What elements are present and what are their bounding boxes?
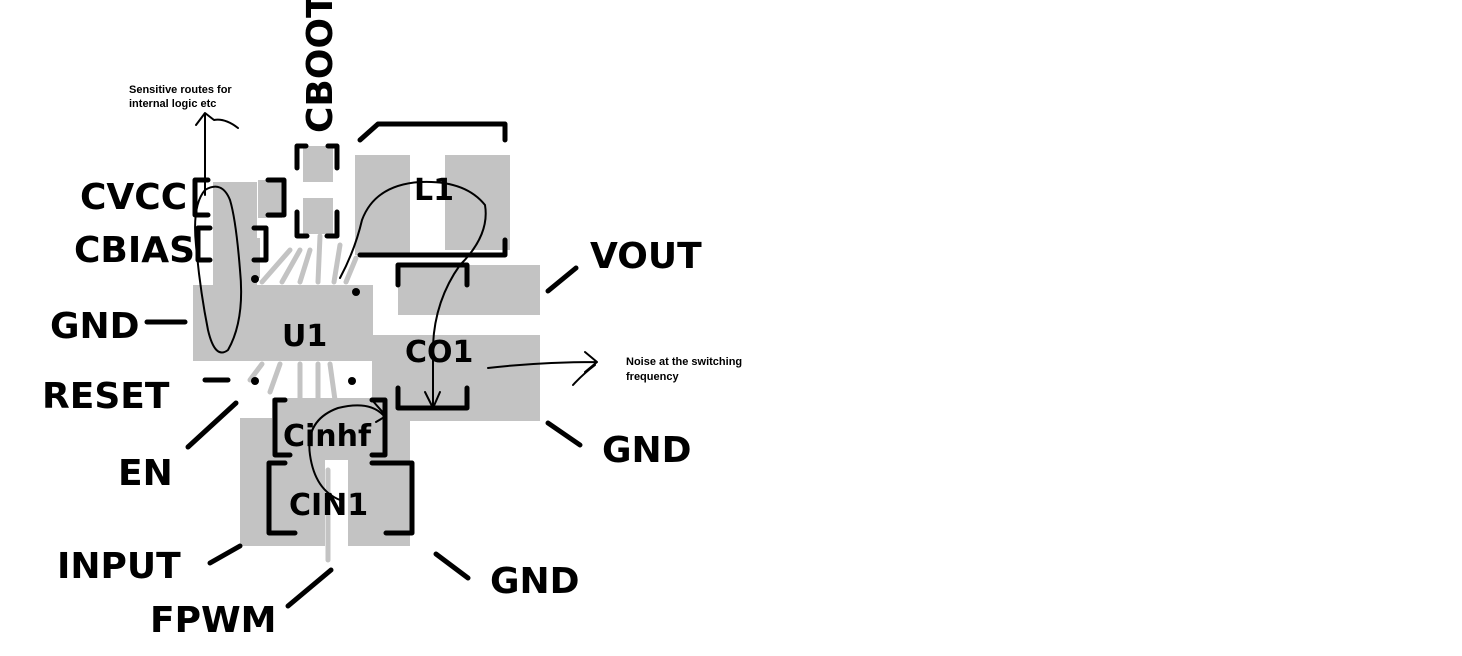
l1-pad-right bbox=[445, 155, 510, 250]
input-loop-arrowhead bbox=[371, 399, 387, 423]
sensitive-arrow bbox=[195, 112, 239, 196]
en-leader bbox=[185, 400, 239, 450]
vout-leader bbox=[545, 265, 579, 294]
u1-pad-area bbox=[193, 285, 373, 361]
cvcc-label: CVCC bbox=[80, 177, 187, 218]
noise-note-line1: Noise at the switching bbox=[626, 356, 742, 368]
cbias-label: CBIAS bbox=[74, 230, 195, 271]
gnd-bottom-leader bbox=[433, 551, 471, 581]
gnd-left-label: GND bbox=[50, 306, 140, 347]
u1-bottom-dot-right bbox=[348, 377, 356, 385]
cinhf-label: Cinhf bbox=[283, 419, 372, 454]
l1-outline bbox=[357, 121, 508, 258]
u1-pin1-dot bbox=[251, 275, 259, 283]
en-label: EN bbox=[118, 453, 173, 494]
u1-corner-dot bbox=[352, 288, 360, 296]
sensitive-note-line1: Sensitive routes for bbox=[129, 84, 232, 96]
input-label: INPUT bbox=[57, 546, 181, 587]
reset-label: RESET bbox=[42, 376, 170, 417]
u1-label: U1 bbox=[282, 319, 327, 354]
cinhf-outline bbox=[272, 397, 388, 458]
l1-label: L1 bbox=[414, 173, 454, 208]
cboot-label: CBOOT bbox=[300, 0, 341, 133]
l1-pad-left bbox=[355, 155, 410, 255]
cboot-pad-bottom bbox=[303, 198, 333, 234]
gnd-right-leader bbox=[545, 420, 583, 448]
cvcc-outline bbox=[192, 177, 287, 218]
sensitive-loop bbox=[194, 185, 243, 354]
vout-label: VOUT bbox=[590, 236, 702, 277]
cboot-pad-top bbox=[303, 146, 333, 182]
noise-note-line2: frequency bbox=[626, 371, 679, 383]
annotation-text: Sensitive routes for internal logic etc … bbox=[129, 84, 742, 383]
u1-bottom-traces bbox=[247, 361, 338, 563]
leader-lines bbox=[144, 265, 583, 609]
cbias-outline bbox=[195, 225, 269, 263]
fpwm-label: FPWM bbox=[150, 600, 277, 641]
input-loop bbox=[308, 404, 385, 501]
u1-top-traces bbox=[259, 233, 359, 285]
gnd-bottom-label: GND bbox=[490, 561, 580, 602]
switching-loop-arrow bbox=[339, 180, 487, 409]
input-leader bbox=[207, 543, 243, 566]
cin1-label: CIN1 bbox=[289, 488, 368, 523]
cin1-outline bbox=[266, 460, 415, 536]
cinhf-pad-area bbox=[272, 398, 387, 460]
noise-arrow bbox=[487, 351, 598, 386]
cvcc-pad bbox=[258, 180, 282, 218]
labels: CBOOT CVCC CBIAS GND RESET EN INPUT FPWM… bbox=[42, 0, 702, 641]
gnd-right-label: GND bbox=[602, 430, 692, 471]
u1-bottom-dot-left bbox=[251, 377, 259, 385]
cboot-outline bbox=[294, 143, 340, 239]
sensitive-note-line2: internal logic etc bbox=[129, 98, 216, 110]
hand-drawn-annotations bbox=[194, 112, 598, 501]
co1-label: CO1 bbox=[405, 335, 473, 370]
fpwm-leader bbox=[285, 567, 334, 609]
silkscreen-layer bbox=[192, 121, 508, 536]
